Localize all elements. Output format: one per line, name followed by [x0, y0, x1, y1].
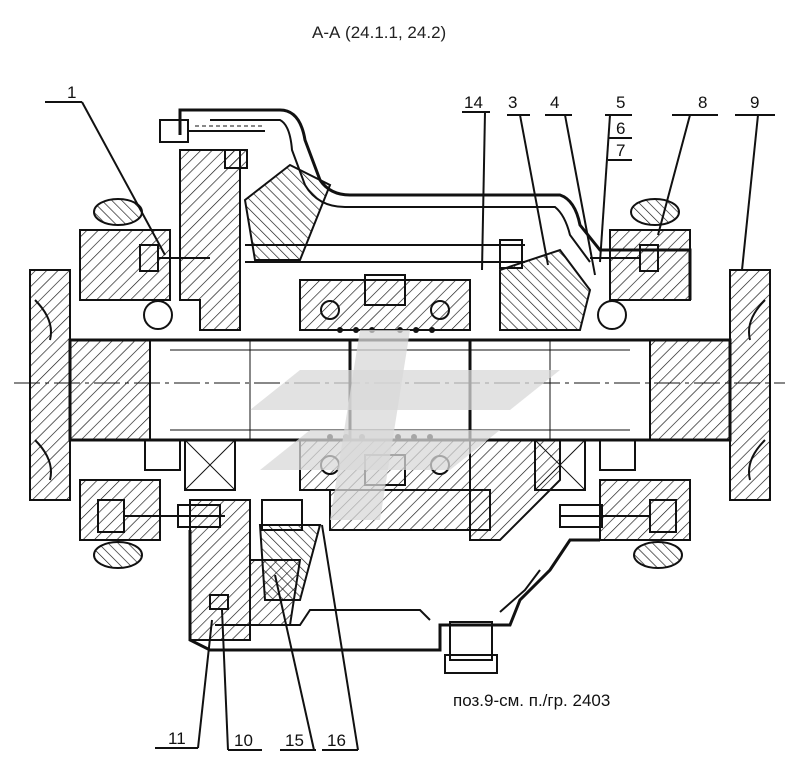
leader-lines [45, 101, 775, 751]
callout-6: 6 [616, 119, 625, 138]
callout-14: 14 [464, 93, 483, 112]
bolt-top-long [245, 239, 525, 269]
drain-plug [444, 621, 498, 674]
callout-5: 5 [616, 93, 625, 112]
bolt-left-flange [139, 244, 210, 272]
bevel-gear-upper [243, 163, 332, 261]
callout-1: 1 [67, 83, 76, 102]
right-gear [499, 248, 592, 331]
housing-bottom [188, 530, 600, 652]
callout-4: 4 [550, 93, 559, 112]
callout-10: 10 [234, 731, 253, 750]
bevel-gear-lower [258, 524, 322, 601]
callout-7: 7 [616, 141, 625, 160]
logo-watermark-icon [250, 330, 560, 520]
callout-9: 9 [750, 93, 759, 112]
rubber-block-right-top [630, 198, 680, 226]
callout-8: 8 [698, 93, 707, 112]
rubber-block-right-bottom [633, 541, 683, 569]
housing-top [178, 108, 692, 300]
drawing-title: А-А (24.1.1, 24.2) [312, 23, 446, 42]
reference-note: поз.9-см. п./гр. 2403 [453, 691, 610, 710]
callout-3: 3 [508, 93, 517, 112]
bolt-right-flange [590, 244, 659, 272]
bolt-bottom-right [559, 499, 677, 533]
left-bearing-top [79, 229, 171, 301]
left-bearing-bottom [79, 479, 161, 541]
right-bearing-bottom [599, 479, 691, 541]
callout-11: 11 [168, 729, 186, 748]
left-flange [29, 269, 151, 501]
right-flange [649, 269, 771, 501]
right-bearing-top [609, 229, 691, 301]
bolt-top-left [159, 119, 265, 143]
callout-15: 15 [285, 731, 304, 750]
left-housing-wall [179, 149, 241, 331]
rubber-block-left-bottom [93, 541, 143, 569]
rubber-block-left-top [93, 198, 143, 226]
callout-16: 16 [327, 731, 346, 750]
bolt-bottom-left [97, 499, 303, 533]
